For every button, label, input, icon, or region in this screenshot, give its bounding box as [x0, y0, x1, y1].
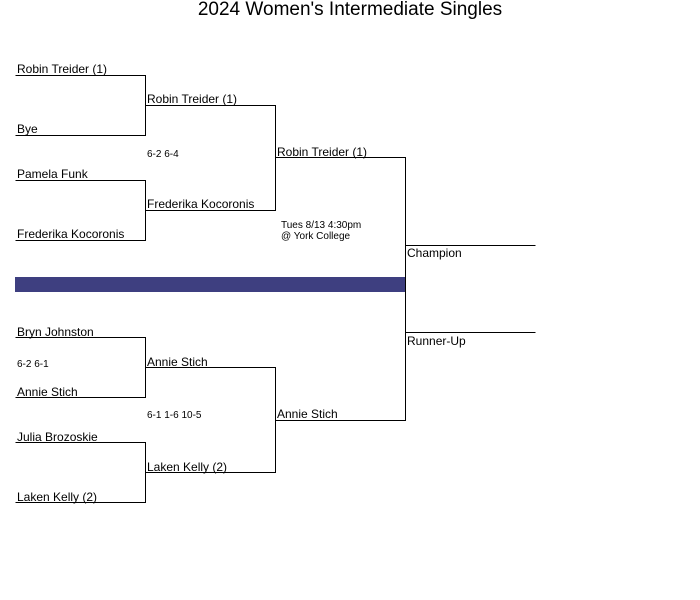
bracket-title: 2024 Women's Intermediate Singles: [197, 0, 503, 20]
r1-m4-top-player: Julia Brozoskie: [17, 430, 98, 444]
r1-m3-top-player: Bryn Johnston: [17, 325, 94, 339]
r2-top-winner: Robin Treider (1): [147, 92, 238, 106]
final-schedule-time: Tues 8/13 4:30pm: [281, 220, 362, 231]
r1-m1-bottom-player: Bye: [17, 122, 38, 136]
r2-bottom-score: 6-1 1-6 10-5: [147, 410, 202, 421]
r1-m2-bottom-player: Frederika Kocoronis: [17, 227, 125, 241]
r1-m3-bottom-player: Annie Stich: [17, 385, 78, 399]
r2-bottom-top-winner: Annie Stich: [147, 355, 208, 369]
semis-top-winner: Robin Treider (1): [277, 145, 368, 159]
r1-m1-top-player: Robin Treider (1): [17, 62, 108, 76]
r1-m3-score: 6-2 6-1: [17, 359, 49, 370]
semis-bottom-winner: Annie Stich: [277, 407, 338, 421]
final-schedule-venue: @ York College: [281, 231, 351, 242]
semis-connector: [275, 157, 406, 421]
r2-top-score: 6-2 6-4: [147, 149, 179, 160]
champion-label: Champion: [407, 246, 462, 260]
r1-m2-top-player: Pamela Funk: [17, 167, 88, 181]
r2-bottom-winner: Laken Kelly (2): [147, 460, 228, 474]
r1-m4-bottom-player: Laken Kelly (2): [17, 490, 98, 504]
runnerup-label: Runner-Up: [407, 334, 466, 348]
bracket-divider: [15, 277, 405, 292]
r2-top-bottom-winner: Frederika Kocoronis: [147, 197, 255, 211]
